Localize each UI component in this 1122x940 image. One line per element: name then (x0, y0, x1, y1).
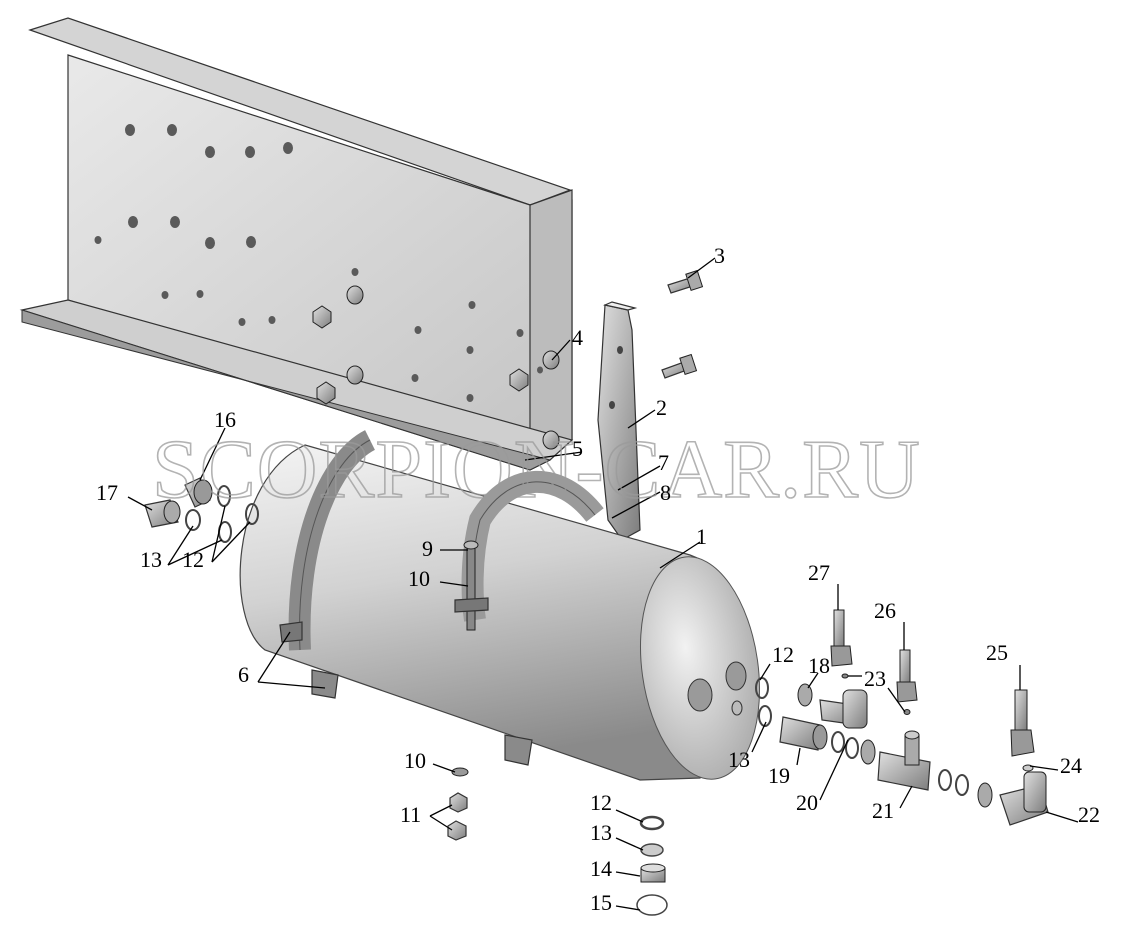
callout-7: 7 (658, 450, 669, 475)
callout-11: 11 (400, 802, 421, 827)
watermark: SCORPION-CAR.RU (152, 423, 921, 516)
callout-25: 25 (986, 640, 1008, 665)
right-fittings (755, 609, 1049, 826)
air-tank (239, 430, 761, 781)
callout-12-right: 12 (772, 642, 794, 667)
bolt-3 (667, 269, 704, 294)
callout-21: 21 (872, 798, 894, 823)
callout-24: 24 (1060, 753, 1082, 778)
callout-13-right: 13 (728, 747, 750, 772)
callout-labels: 3 4 2 5 7 8 1 6 9 10 10 11 12 13 14 15 1… (96, 243, 1100, 915)
callout-12-bottom: 12 (590, 790, 612, 815)
callout-23: 23 (864, 666, 886, 691)
callout-27: 27 (808, 560, 830, 585)
callout-18: 18 (808, 653, 830, 678)
bracket (597, 301, 641, 541)
callout-22: 22 (1078, 802, 1100, 827)
rail-holes (94, 124, 543, 402)
callout-4: 4 (572, 325, 583, 350)
callout-26: 26 (874, 598, 896, 623)
callout-14: 14 (590, 856, 612, 881)
left-fittings (144, 477, 259, 543)
callout-6: 6 (238, 662, 249, 687)
callout-19: 19 (768, 763, 790, 788)
callout-9: 9 (422, 536, 433, 561)
callout-12-left: 12 (182, 547, 204, 572)
callout-2: 2 (656, 395, 667, 420)
leader-lines (127, 257, 1079, 911)
callout-16: 16 (214, 407, 236, 432)
callout-3: 3 (714, 243, 725, 268)
frame-rail (19, 17, 574, 471)
callout-1: 1 (696, 524, 707, 549)
bolt-3b (661, 353, 698, 379)
bottom-parts (447, 767, 668, 916)
callout-13-bottom: 13 (590, 820, 612, 845)
callout-20: 20 (796, 790, 818, 815)
callout-17: 17 (96, 480, 118, 505)
callout-10: 10 (408, 566, 430, 591)
rail-nuts (312, 285, 560, 450)
callout-13-left: 13 (140, 547, 162, 572)
callout-10-bottom: 10 (404, 748, 426, 773)
callout-5: 5 (572, 436, 583, 461)
callout-8: 8 (660, 480, 671, 505)
callout-15: 15 (590, 890, 612, 915)
